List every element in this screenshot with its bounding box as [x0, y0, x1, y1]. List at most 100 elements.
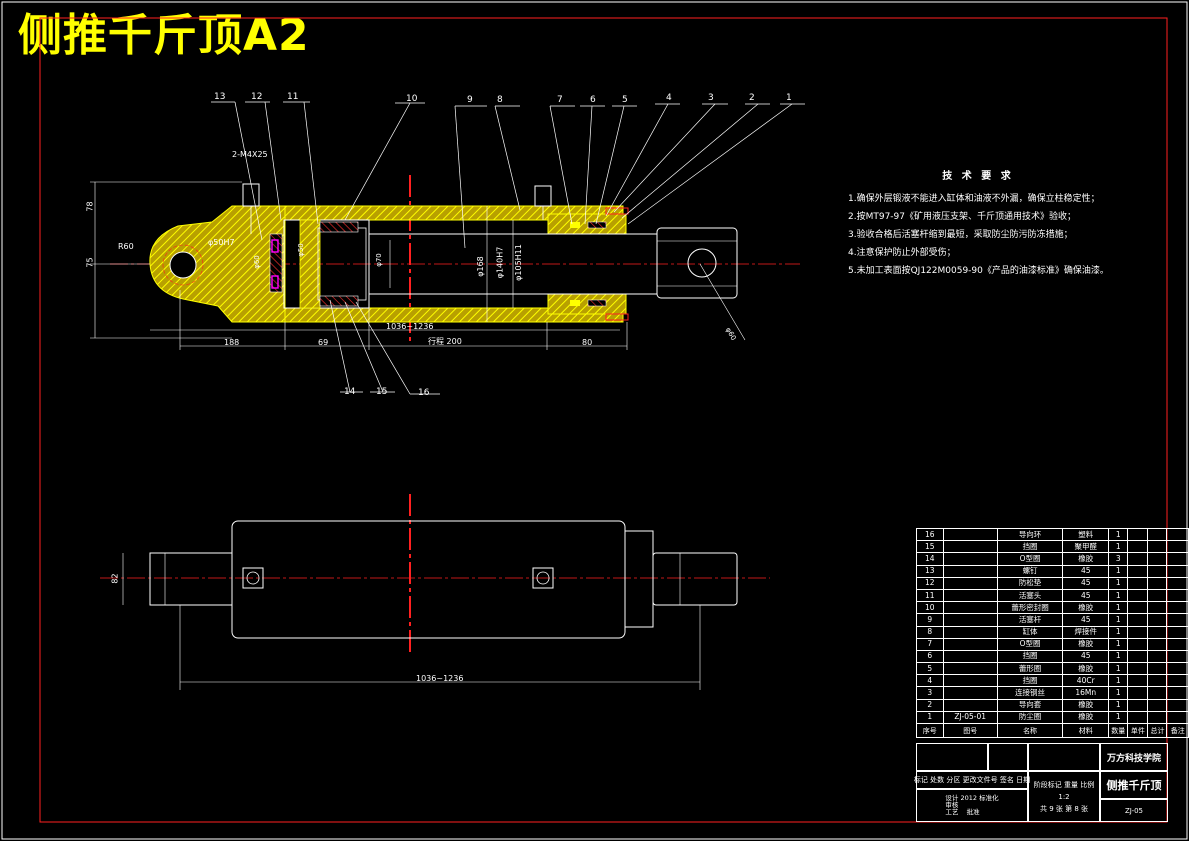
seal-upper: [271, 239, 279, 253]
bom-cell: 45: [1062, 649, 1110, 664]
bom-cell: 1: [1108, 710, 1129, 725]
bom-cell: [1166, 710, 1189, 725]
bom-cell: [1127, 662, 1149, 676]
bom-cell: [1166, 564, 1189, 578]
bom-cell: 橡胶: [1062, 662, 1110, 676]
bom-cell: 40Cr: [1062, 674, 1110, 688]
pin-hole-rear: [169, 251, 197, 279]
bom-cell: 1: [1108, 588, 1129, 603]
bom-cell: 45: [1062, 564, 1110, 578]
bom-cell: [942, 637, 998, 651]
bom-cell: [1127, 601, 1149, 615]
bom-cell: [942, 552, 998, 566]
cylinder-body-ext: [231, 520, 626, 639]
bom-cell: 4: [916, 674, 944, 688]
bom-header-cell: 图号: [942, 723, 998, 738]
bom-cell: 挡圈: [996, 674, 1064, 688]
rod-ext: [652, 552, 738, 606]
bom-cell: [1127, 552, 1149, 566]
bom-cell: 防尘圈: [996, 710, 1064, 725]
bom-cell: [1127, 649, 1149, 664]
bom-header-cell: 总计: [1147, 723, 1168, 738]
bom-cell: 1: [1108, 601, 1129, 615]
bom-cell: 1: [1108, 564, 1129, 578]
bom-cell: [1127, 527, 1149, 542]
bom-cell: 挡圈: [996, 540, 1064, 554]
bom-cell: [1127, 564, 1149, 578]
bom-cell: 3: [1108, 552, 1129, 566]
bom-cell: [942, 662, 998, 676]
bom-cell: [1166, 662, 1189, 676]
bom-cell: 2: [916, 698, 944, 712]
pin-hole-front: [687, 248, 717, 278]
bom-cell: 导向套: [996, 698, 1064, 712]
bom-cell: 连接钢丝: [996, 686, 1064, 700]
bom-cell: 11: [916, 588, 944, 603]
bom-cell: 橡胶: [1062, 698, 1110, 712]
bom-cell: [1147, 576, 1168, 590]
bom-cell: [1127, 613, 1149, 627]
bom-cell: 橡胶: [1062, 637, 1110, 651]
bom-cell: [942, 601, 998, 615]
bom-cell: 1: [916, 710, 944, 725]
tb-scale: 1:2: [1058, 792, 1070, 801]
bom-cell: [1147, 698, 1168, 712]
gland-ext: [624, 530, 654, 628]
bom-cell: 活塞头: [996, 588, 1064, 603]
bom-cell: 1: [1108, 662, 1129, 676]
bom-cell: 16: [916, 527, 944, 542]
bom-cell: [1166, 649, 1189, 664]
gland-bottom: [547, 293, 627, 315]
bom-cell: [942, 540, 998, 554]
bom-cell: [1166, 674, 1189, 688]
bom-cell: 1: [1108, 686, 1129, 700]
tb-school: 万方科技学院: [1100, 743, 1168, 771]
technical-requirements: 技 术 要 求 1.确保外层锻液不能进入缸体和油液不外漏，确保立柱稳定性； 2.…: [848, 168, 1168, 280]
bom-cell: [1166, 613, 1189, 627]
bom-cell: 3: [916, 686, 944, 700]
tb-code: ZJ-05: [1100, 799, 1168, 822]
bom-cell: 1: [1108, 674, 1129, 688]
external-view: [100, 494, 770, 690]
port-ext-rear: [242, 567, 264, 589]
cylinder-wall-top: [284, 205, 624, 221]
rear-end-ext: [149, 552, 233, 606]
bom-cell: 8: [916, 625, 944, 639]
bom-cell: 橡胶: [1062, 601, 1110, 615]
title-block: 万方科技学院 标记 处数 分区 更改文件号 签名 日期 阶段标记 重量 比例 1…: [914, 743, 1168, 822]
tech-item: 4.注意保护防止外部受伤；: [848, 248, 956, 258]
bom-cell: [1147, 637, 1168, 651]
gland-top: [547, 213, 627, 235]
port-rear: [242, 183, 260, 207]
bom-header-cell: 备注: [1166, 723, 1189, 738]
seal-lower: [271, 275, 279, 289]
bom-cell: O型圈: [996, 637, 1064, 651]
bom-header-cell: 序号: [916, 723, 944, 738]
bom-cell: 5: [916, 662, 944, 676]
tech-heading: 技 术 要 求: [942, 171, 1014, 182]
bom-cell: [1147, 625, 1168, 639]
bom-cell: [1147, 662, 1168, 676]
bom-cell: [1127, 588, 1149, 603]
port-front: [534, 185, 552, 207]
bom-cell: [1166, 601, 1189, 615]
bom-cell: 蕾形圈: [996, 662, 1064, 676]
bom-cell: [1166, 552, 1189, 566]
bom-cell: [1166, 540, 1189, 554]
rod-end: [656, 227, 738, 299]
bom-cell: 1: [1108, 527, 1129, 542]
bom-cell: 45: [1062, 576, 1110, 590]
tech-item: 2.按MT97-97《矿用液压支架、千斤顶通用技术》验收；: [848, 212, 1077, 222]
bom-cell: [1127, 637, 1149, 651]
